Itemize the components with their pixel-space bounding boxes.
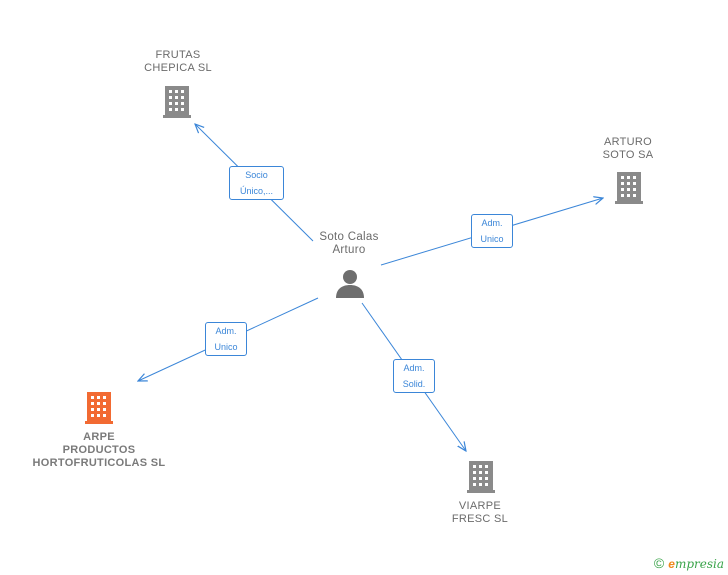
edge-label-frutas[interactable]: Socio Único,...: [229, 166, 284, 200]
building-icon[interactable]: [615, 172, 643, 204]
node-name-line: VIARPE: [458, 500, 502, 512]
person-icon[interactable]: [336, 270, 364, 298]
node-label-arpe[interactable]: ARPE PRODUCTOS HORTOFRUTICOLAS SL: [19, 431, 179, 470]
brand-footer[interactable]: ©empresia: [654, 555, 724, 571]
node-name-line: SOTO SA: [602, 149, 654, 161]
role-line: Unico: [480, 234, 504, 244]
role-line: Socio: [245, 170, 268, 180]
role-line: Solid.: [402, 379, 426, 389]
node-name-line: FRUTAS: [155, 49, 201, 61]
person-name-line: Arturo: [332, 244, 366, 256]
node-name-line: PRODUCTOS: [62, 444, 136, 456]
edge-label-arpe[interactable]: Adm. Unico: [205, 322, 247, 356]
building-icon[interactable]: [163, 86, 191, 118]
role-line: Adm.: [481, 218, 503, 228]
node-name-line: HORTOFRUTICOLAS SL: [32, 457, 166, 469]
building-icon-highlighted[interactable]: [85, 392, 113, 424]
node-name-line: FRESC SL: [451, 513, 509, 525]
role-line: Adm.: [215, 326, 237, 336]
node-name-line: ARTURO: [603, 136, 653, 148]
node-label-arturo[interactable]: ARTURO SOTO SA: [578, 136, 678, 162]
role-line: Adm.: [403, 363, 425, 373]
node-name-line: ARPE: [83, 431, 115, 443]
edge-label-arturo[interactable]: Adm. Unico: [471, 214, 513, 248]
building-icon[interactable]: [467, 461, 495, 493]
role-line: Unico: [214, 342, 238, 352]
person-name-line: Soto Calas: [319, 231, 379, 243]
role-line: Único,...: [239, 186, 273, 196]
edge-label-viarpe[interactable]: Adm. Solid.: [393, 359, 435, 393]
brand-logo-initial: e: [668, 557, 675, 571]
node-label-frutas[interactable]: FRUTAS CHEPICA SL: [128, 49, 228, 75]
brand-logo-text: mpresia: [674, 557, 724, 571]
node-label-viarpe[interactable]: VIARPE FRESC SL: [430, 500, 530, 526]
copyright-symbol: ©: [653, 555, 665, 571]
center-person-label[interactable]: Soto Calas Arturo: [299, 231, 399, 257]
node-name-line: CHEPICA SL: [144, 62, 212, 74]
